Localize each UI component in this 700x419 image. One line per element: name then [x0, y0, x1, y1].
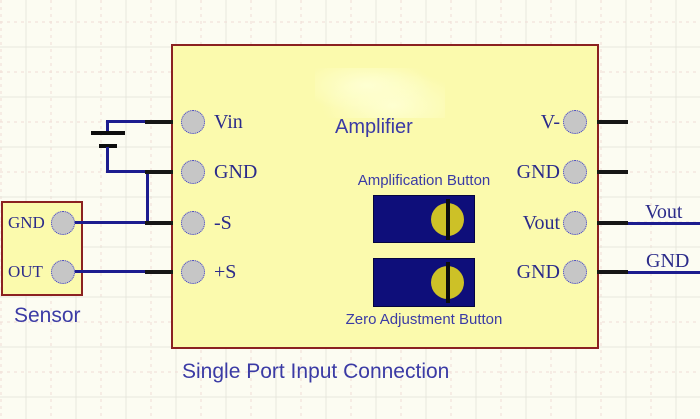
pin-label-minus-s: -S: [214, 212, 232, 234]
pin-label-vout: Vout: [522, 212, 560, 234]
battery-symbol-positive-plate[interactable]: [91, 131, 125, 135]
zero-adjustment-button-label: Zero Adjustment Button: [345, 311, 503, 328]
net-label-gnd[interactable]: GND: [646, 250, 690, 272]
pin-label-vin: Vin: [214, 111, 243, 133]
zero-adjustment-knob-slot: [446, 262, 450, 303]
wire-battery-to-gnd[interactable]: [106, 170, 149, 173]
pin-stub-gnd-right-1: [597, 170, 628, 174]
wire-battery-negative-lead[interactable]: [106, 147, 109, 172]
zero-adjustment-button[interactable]: [373, 258, 475, 307]
pin-label-v-minus: V-: [540, 111, 560, 133]
pin-circle-v-minus[interactable]: [563, 110, 587, 134]
pin-stub-v-minus: [597, 120, 628, 124]
sensor-title: Sensor: [14, 304, 81, 327]
pin-circle-gnd-left[interactable]: [181, 160, 205, 184]
pin-circle-minus-s[interactable]: [181, 211, 205, 235]
figure-caption: Single Port Input Connection: [182, 360, 450, 383]
pin-circle-gnd-right-1[interactable]: [563, 160, 587, 184]
sensor-pin-circle-out[interactable]: [51, 260, 75, 284]
pin-stub-gnd-left: [145, 170, 173, 174]
pin-circle-plus-s[interactable]: [181, 260, 205, 284]
pin-label-gnd-right-2: GND: [516, 261, 560, 283]
faded-watermark: [315, 68, 445, 118]
amplification-button[interactable]: [373, 195, 475, 243]
sensor-pin-label-out: OUT: [8, 262, 43, 281]
net-label-vout[interactable]: Vout: [645, 201, 683, 223]
wire-battery-to-vin[interactable]: [106, 120, 148, 123]
pin-stub-minus-s: [145, 221, 173, 225]
wire-net-gnd[interactable]: [620, 271, 700, 274]
wire-net-vout[interactable]: [620, 222, 700, 225]
pin-stub-plus-s: [145, 270, 173, 274]
pin-label-plus-s: +S: [214, 261, 237, 283]
pin-label-gnd-right-1: GND: [516, 161, 560, 183]
pin-circle-vin[interactable]: [181, 110, 205, 134]
wire-sensor-out-to-plus-s[interactable]: [74, 270, 149, 273]
amplifier-title: Amplifier: [335, 116, 413, 138]
sensor-pin-circle-gnd[interactable]: [51, 211, 75, 235]
wire-gnd-to-minus-s-junction[interactable]: [146, 171, 149, 223]
sensor-pin-label-gnd: GND: [8, 213, 45, 232]
amplification-button-label: Amplification Button: [357, 172, 491, 189]
wire-battery-positive-lead[interactable]: [106, 121, 109, 134]
pin-stub-vin: [145, 120, 173, 124]
wire-sensor-gnd-to-minus-s[interactable]: [74, 221, 149, 224]
pin-stub-gnd-right-2: [597, 270, 628, 274]
pin-stub-vout: [597, 221, 628, 225]
pin-circle-gnd-right-2[interactable]: [563, 260, 587, 284]
pin-circle-vout[interactable]: [563, 211, 587, 235]
pin-label-gnd-left: GND: [214, 161, 258, 183]
amplification-knob-slot: [446, 199, 450, 240]
battery-symbol-negative-plate[interactable]: [99, 144, 117, 148]
